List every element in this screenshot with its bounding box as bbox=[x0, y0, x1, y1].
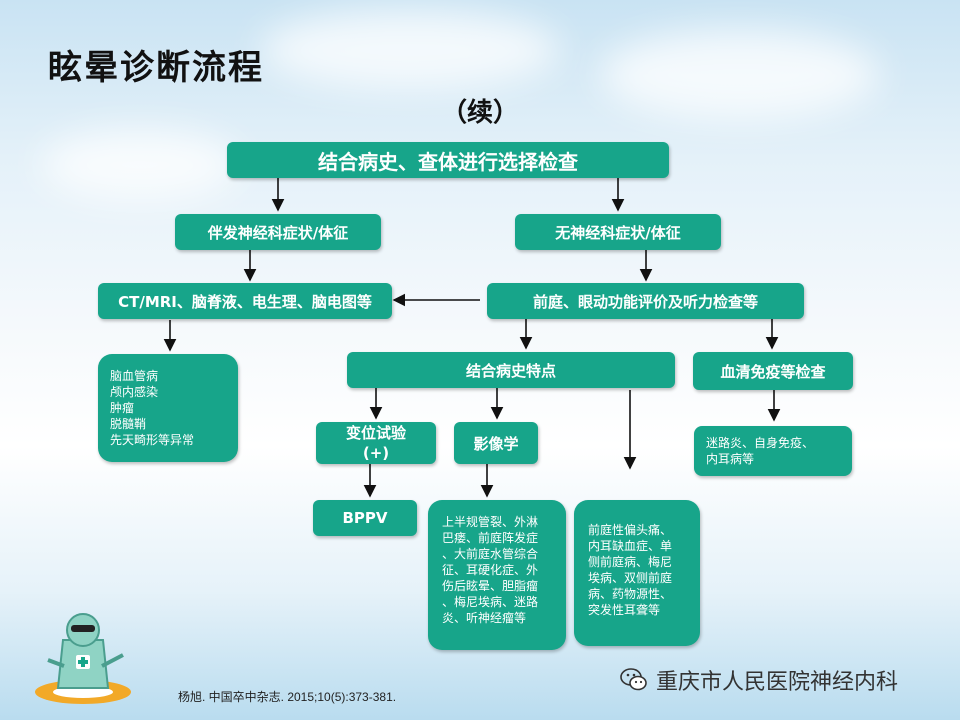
note-line: 炎、听神经瘤等 bbox=[442, 610, 552, 626]
node-imaging: 影像学 bbox=[454, 422, 538, 464]
positional-test-label: 变位试验 bbox=[346, 423, 406, 443]
node-top: 结合病史、查体进行选择检查 bbox=[227, 142, 669, 178]
note-line: 先天畸形等异常 bbox=[110, 432, 226, 448]
note-line: 内耳缺血症、单 bbox=[588, 538, 686, 554]
note-line: 迷路炎、自身免疫、 bbox=[706, 435, 840, 451]
note-line: 伤后眩晕、胆脂瘤 bbox=[442, 578, 552, 594]
node-serum-immune: 血清免疫等检查 bbox=[693, 352, 853, 390]
watermark-text: 重庆市人民医院神经内科 bbox=[656, 664, 898, 696]
note-line: 突发性耳聋等 bbox=[588, 602, 686, 618]
reference-citation: 杨旭. 中国卒中杂志. 2015;10(5):373-381. bbox=[178, 688, 396, 705]
note-line: 颅内感染 bbox=[110, 384, 226, 400]
node-bppv: BPPV bbox=[313, 500, 417, 536]
note-line: 内耳病等 bbox=[706, 451, 840, 467]
wechat-icon bbox=[620, 667, 648, 693]
note-neuro-causes: 脑血管病 颅内感染 肿瘤 脱髓鞘 先天畸形等异常 bbox=[98, 354, 238, 462]
note-line: 埃病、双侧前庭 bbox=[588, 570, 686, 586]
note-line: 、梅尼埃病、迷路 bbox=[442, 594, 552, 610]
node-positional-test: 变位试验 (+) bbox=[316, 422, 436, 464]
note-line: 肿瘤 bbox=[110, 400, 226, 416]
note-imaging-causes: 上半规管裂、外淋 巴瘘、前庭阵发症 、大前庭水管综合 征、耳硬化症、外 伤后眩晕… bbox=[428, 500, 566, 650]
mascot-illustration bbox=[28, 600, 138, 710]
note-other-causes: 前庭性偏头痛、 内耳缺血症、单 侧前庭病、梅尼 埃病、双侧前庭 病、药物源性、 … bbox=[574, 500, 700, 646]
note-line: 征、耳硬化症、外 bbox=[442, 562, 552, 578]
note-line: 病、药物源性、 bbox=[588, 586, 686, 602]
node-with-neuro: 伴发神经科症状/体征 bbox=[175, 214, 381, 250]
note-immune-causes: 迷路炎、自身免疫、 内耳病等 bbox=[694, 426, 852, 476]
watermark: 重庆市人民医院神经内科 bbox=[620, 664, 898, 696]
note-line: 上半规管裂、外淋 bbox=[442, 514, 552, 530]
note-line: 侧前庭病、梅尼 bbox=[588, 554, 686, 570]
note-line: 脱髓鞘 bbox=[110, 416, 226, 432]
positional-test-result: (+) bbox=[363, 443, 389, 463]
node-ct-mri: CT/MRI、脑脊液、电生理、脑电图等 bbox=[98, 283, 392, 319]
node-without-neuro: 无神经科症状/体征 bbox=[515, 214, 721, 250]
note-line: 、大前庭水管综合 bbox=[442, 546, 552, 562]
node-vestibular-eval: 前庭、眼动功能评价及听力检查等 bbox=[487, 283, 804, 319]
note-line: 巴瘘、前庭阵发症 bbox=[442, 530, 552, 546]
node-history-features: 结合病史特点 bbox=[347, 352, 675, 388]
note-line: 前庭性偏头痛、 bbox=[588, 522, 686, 538]
note-line: 脑血管病 bbox=[110, 368, 226, 384]
